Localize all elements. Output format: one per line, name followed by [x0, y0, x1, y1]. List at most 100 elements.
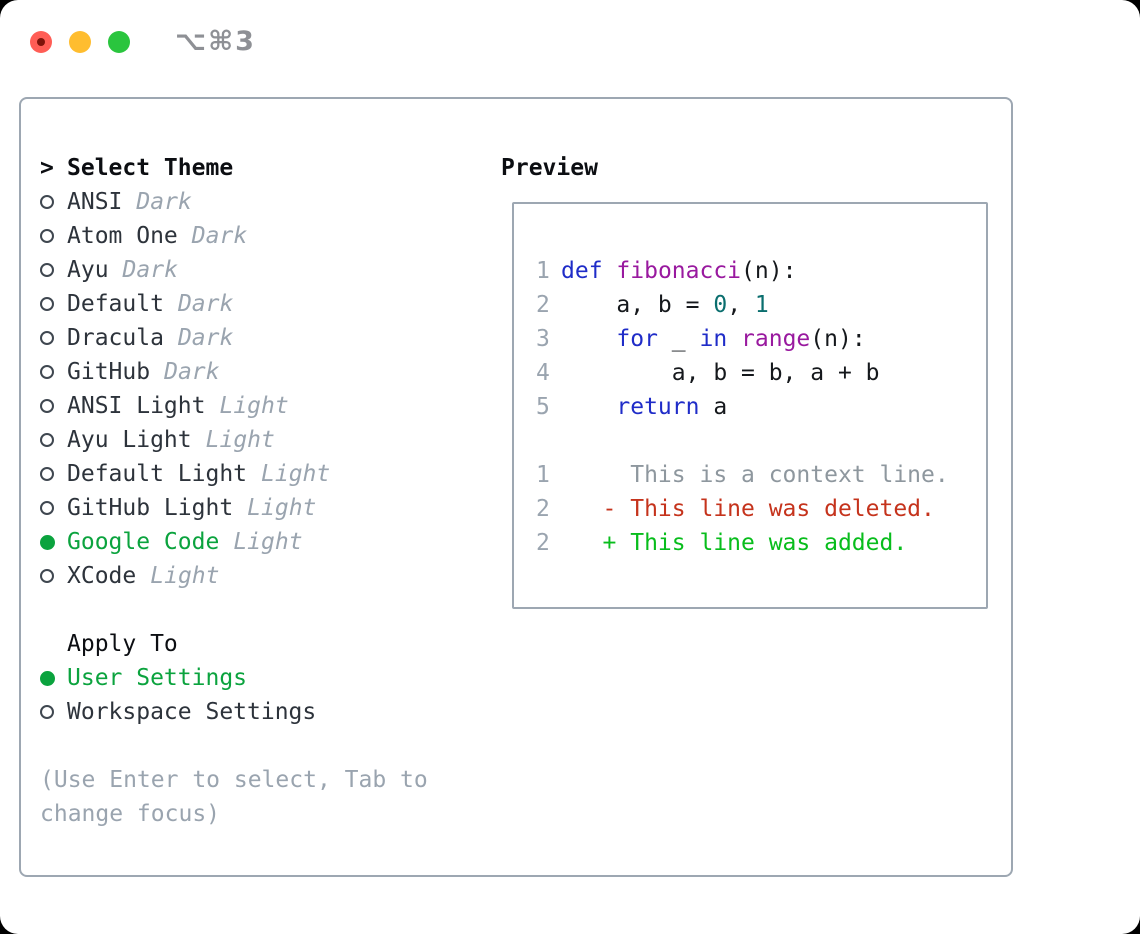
line-number: 5 — [536, 394, 550, 420]
minimize-button[interactable] — [69, 30, 91, 53]
code-token: return — [616, 394, 700, 420]
code-token: in — [699, 326, 728, 352]
line-number: 1 — [536, 258, 550, 284]
select-theme-header: > Select Theme — [40, 151, 490, 185]
code-line: 2 + This line was added. — [536, 526, 986, 560]
code-line: 5 return a — [536, 390, 986, 424]
code-token: (n): — [810, 326, 866, 352]
theme-option-label: ANSI — [67, 189, 123, 215]
keyboard-hint-text: (Use Enter to select, Tab to change focu… — [40, 767, 428, 827]
theme-option-dracula[interactable]: Dracula Dark — [40, 321, 490, 355]
theme-option-label: ANSI Light — [67, 393, 206, 419]
maximize-button[interactable] — [108, 30, 130, 53]
radio-circle-icon — [40, 467, 54, 481]
theme-variant-label: Light — [205, 427, 275, 453]
theme-option-atom-one[interactable]: Atom One Dark — [40, 219, 490, 253]
preview-header: Preview — [501, 151, 598, 185]
theme-variant-label: Dark — [177, 291, 234, 317]
spacer — [40, 593, 490, 627]
theme-variant-label: Light — [150, 563, 220, 589]
spacer — [40, 729, 490, 763]
theme-option-label: Ayu — [67, 257, 109, 283]
apply-to-title: Apply To — [67, 631, 178, 657]
code-token: _ — [657, 326, 700, 352]
theme-option-label: GitHub Light — [67, 495, 234, 521]
theme-variant-label: Light — [261, 461, 331, 487]
theme-variant-label: Light — [247, 495, 317, 521]
line-number: 4 — [536, 360, 550, 386]
code-token — [561, 394, 616, 420]
theme-variant-label: Dark — [191, 223, 248, 249]
code-token — [727, 326, 741, 352]
code-token: for — [616, 326, 658, 352]
radio-circle-icon — [40, 263, 54, 277]
radio-circle-icon — [40, 399, 54, 413]
code-token: + This line was added. — [561, 530, 908, 556]
theme-variant-label: Dark — [136, 189, 192, 215]
line-number: 3 — [536, 326, 550, 352]
theme-option-label: Atom One — [67, 223, 178, 249]
code-token — [561, 326, 616, 352]
theme-variant-label: Dark — [164, 359, 220, 385]
code-token: 1 — [754, 292, 769, 318]
radio-selected-icon — [40, 670, 55, 686]
radio-circle-icon — [40, 331, 54, 345]
apply-to-header: Apply To — [40, 627, 490, 661]
code-token: a — [699, 394, 728, 420]
line-number: 1 — [536, 462, 550, 488]
preview-title: Preview — [501, 155, 598, 181]
apply-option-workspace-settings[interactable]: Workspace Settings — [40, 695, 490, 729]
radio-circle-icon — [40, 297, 54, 311]
line-number: 2 — [536, 530, 550, 556]
line-number: 2 — [536, 292, 550, 318]
radio-circle-icon — [40, 365, 54, 379]
code-line: 2 a, b = 0, 1 — [536, 288, 986, 322]
theme-variant-label: Light — [233, 529, 303, 555]
theme-option-ansi[interactable]: ANSI Dark — [40, 185, 490, 219]
radio-circle-icon — [40, 501, 54, 515]
cursor-indicator-icon: > — [40, 155, 54, 181]
theme-option-label: XCode — [67, 563, 137, 589]
code-token: , — [727, 292, 755, 318]
code-token: fibonacci — [616, 258, 742, 284]
titlebar: ⌥⌘3 — [30, 26, 256, 57]
apply-option-user-settings[interactable]: User Settings — [40, 661, 490, 695]
theme-option-ayu[interactable]: Ayu Dark — [40, 253, 490, 287]
theme-option-label: Dracula — [67, 325, 164, 351]
code-token: 0 — [713, 292, 728, 318]
spacer-marker — [40, 637, 54, 651]
code-line: 4 a, b = b, a + b — [536, 356, 986, 390]
theme-option-xcode[interactable]: XCode Light — [40, 559, 490, 593]
code-line: 2 - This line was deleted. — [536, 492, 986, 526]
code-token: a, b = b, a + b — [561, 360, 880, 386]
theme-variant-label: Dark — [122, 257, 178, 283]
code-token: This is a context line. — [561, 462, 949, 488]
code-token: def — [561, 258, 603, 284]
radio-circle-icon — [40, 569, 54, 583]
line-number: 2 — [536, 496, 550, 522]
radio-circle-icon — [40, 705, 54, 719]
code-line: 1 This is a context line. — [536, 458, 986, 492]
radio-circle-icon — [40, 229, 54, 243]
code-token: range — [741, 326, 811, 352]
apply-option-label: User Settings — [67, 665, 248, 691]
radio-circle-icon — [40, 433, 54, 447]
theme-variant-label: Dark — [177, 325, 234, 351]
code-line — [536, 424, 986, 458]
close-button[interactable] — [30, 30, 52, 53]
code-token: (n): — [741, 258, 797, 284]
theme-option-github-light[interactable]: GitHub Light Light — [40, 491, 490, 525]
